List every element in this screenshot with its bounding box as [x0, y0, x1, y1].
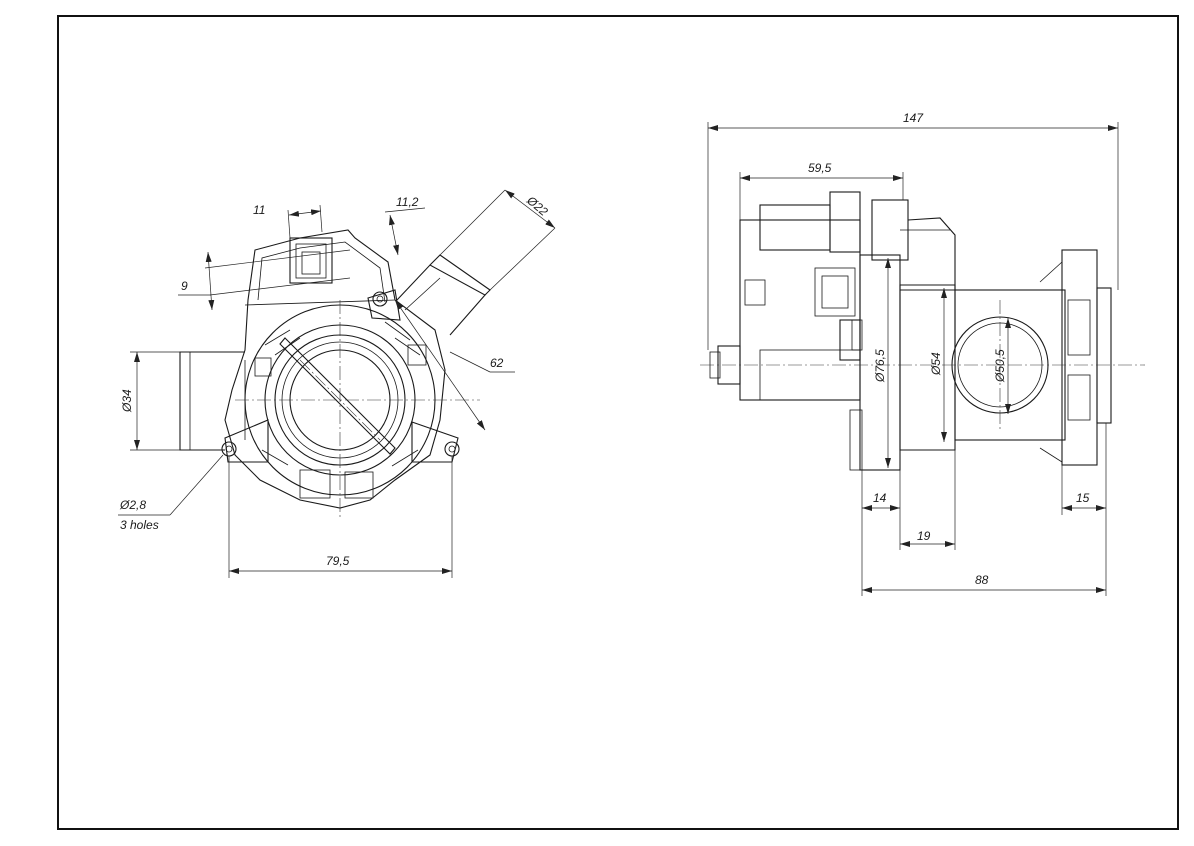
dim-2-8-label: Ø2,8 [119, 498, 146, 512]
dim-62-label: 62 [490, 356, 504, 370]
dim-88-label: 88 [975, 573, 989, 587]
holes-note: 3 holes [120, 518, 159, 532]
dim-54-label: Ø54 [929, 352, 943, 376]
dim-22-label: Ø22 [523, 193, 550, 219]
dim-11-label: 11 [253, 203, 265, 217]
dim-50-5-label: Ø50,5 [993, 349, 1007, 383]
dim-59-5-label: 59,5 [808, 161, 832, 175]
side-view [700, 191, 1145, 471]
dim-14-label: 14 [873, 491, 887, 505]
front-view-dimensions: 11 11,2 9 Ø22 62 Ø34 Ø2,8 3 holes [118, 189, 556, 578]
side-view-dimensions: 147 59,5 Ø76,5 Ø54 Ø50,5 14 19 15 88 [707, 111, 1119, 596]
dim-15-label: 15 [1076, 491, 1090, 505]
dim-11-2-label: 11,2 [396, 195, 419, 209]
dim-76-5-label: Ø76,5 [873, 349, 887, 383]
dim-9-label: 9 [181, 279, 188, 293]
front-view [179, 229, 491, 520]
dim-34-label: Ø34 [120, 389, 134, 413]
dim-147-label: 147 [903, 111, 924, 125]
drawing-frame [57, 15, 1179, 830]
dim-19-label: 19 [917, 529, 931, 543]
dim-79-5-label: 79,5 [326, 554, 350, 568]
